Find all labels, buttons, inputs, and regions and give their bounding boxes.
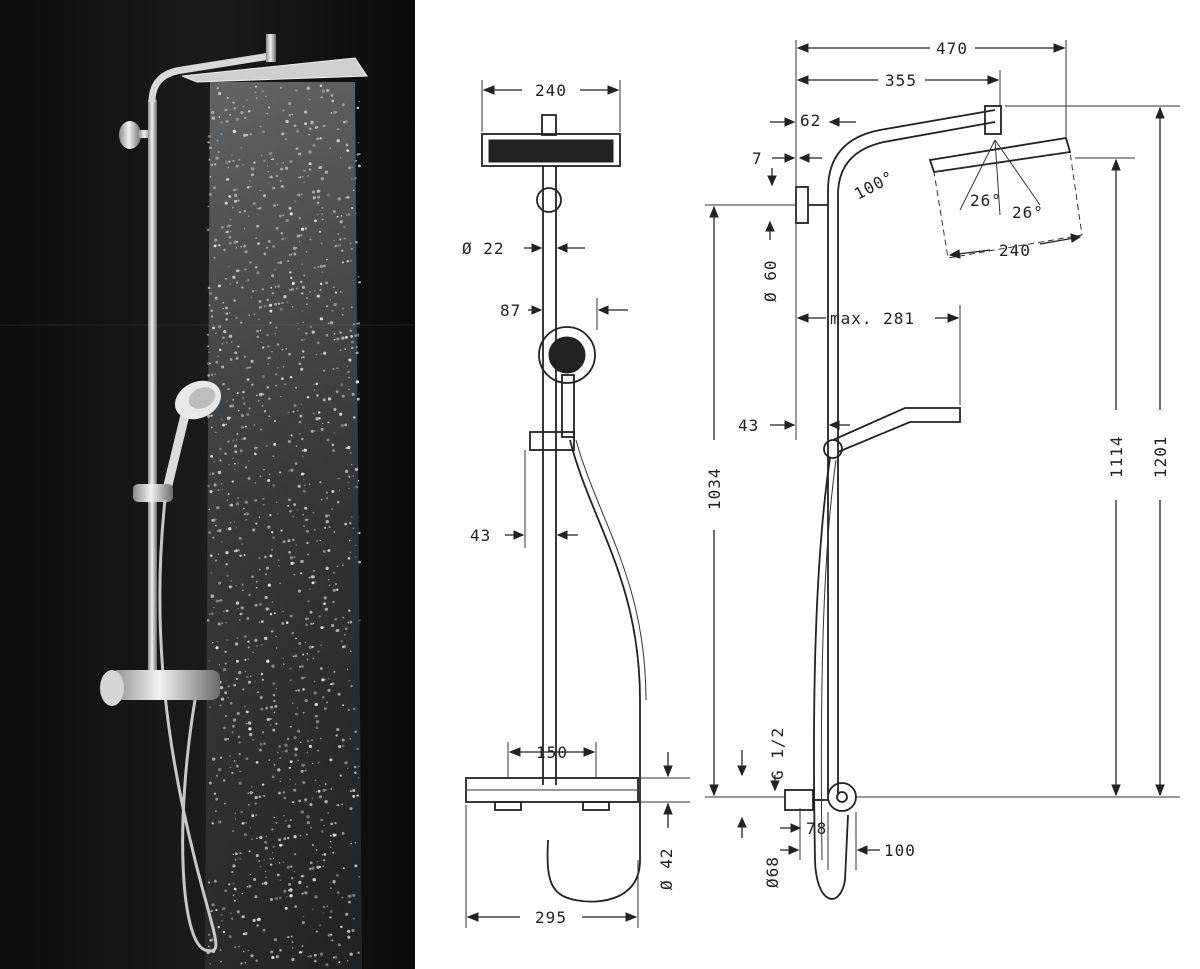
dim-side-mixer-depth: 100 (884, 841, 916, 860)
dim-side-arm-reach: 470 (936, 39, 968, 58)
dim-side-connection-thread: G 1/2 (768, 727, 787, 780)
dim-front-mixer-height: Ø 42 (657, 847, 676, 890)
dim-side-head-width: 240 (999, 241, 1031, 260)
dim-front-rail-depth: 43 (470, 526, 491, 545)
side-view: 470 355 62 7 Ø 60 100° 26° 26° (705, 39, 1180, 900)
water-droplets (206, 84, 361, 967)
side-hand-shower (832, 407, 961, 453)
dim-side-spray-angle-left: 26° (970, 191, 1002, 210)
dim-side-connection-diameter: Ø68 (763, 856, 782, 888)
dim-side-hand-depth: 43 (738, 416, 759, 435)
dim-front-holder-offset: 87 (500, 301, 521, 320)
technical-drawing: 240 Ø 22 87 43 150 Ø 42 (415, 0, 1200, 969)
dim-front-mixer-width: 295 (535, 908, 567, 927)
hand-shower-handle (163, 410, 190, 490)
dim-side-head-height: 1114 (1107, 435, 1126, 478)
side-head (928, 136, 1072, 174)
water-spray (205, 82, 362, 969)
shower-arm (148, 52, 271, 103)
wall-bracket (119, 121, 141, 149)
thermostat-mixer (110, 670, 220, 700)
front-hand-shower (538, 326, 596, 384)
dim-side-rosette-diameter: Ø 60 (761, 259, 780, 302)
front-head (481, 133, 621, 167)
dim-side-wall-offset: 62 (800, 111, 821, 130)
riser-rail (148, 100, 157, 700)
dim-front-mixer-spacing: 150 (536, 743, 568, 762)
dim-front-head-width: 240 (535, 81, 567, 100)
dim-side-hand-reach: max. 281 (830, 309, 915, 328)
dim-side-rail-height: 1034 (705, 467, 724, 510)
dim-side-connection-offset: 78 (806, 819, 827, 838)
product-photo (0, 0, 415, 969)
shower-hose (158, 499, 218, 953)
dim-side-arm-center: 355 (885, 71, 917, 90)
dim-side-head-drop: 7 (752, 149, 763, 168)
side-rail (827, 109, 996, 795)
hand-shower-holder (133, 484, 173, 502)
overhead-shower-head (181, 57, 368, 83)
dim-side-spray-angle-right: 26° (1012, 203, 1044, 222)
dim-front-rail-diameter: Ø 22 (462, 239, 505, 258)
dim-side-total-height: 1201 (1151, 435, 1170, 478)
front-view: 240 Ø 22 87 43 150 Ø 42 (462, 80, 690, 928)
